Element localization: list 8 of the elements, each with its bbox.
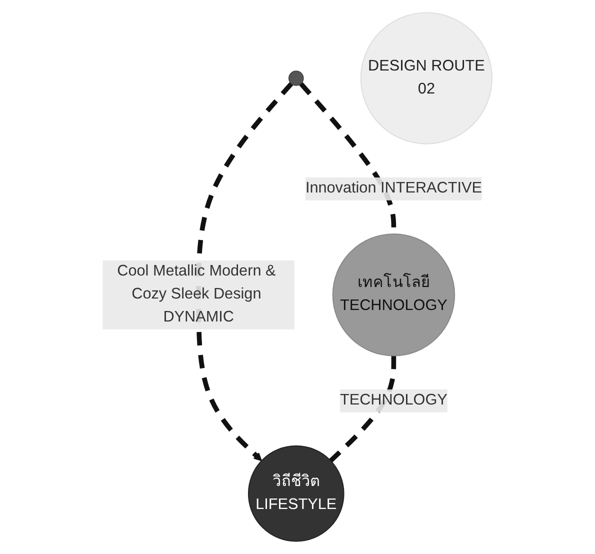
node-circle (288, 70, 304, 86)
edge-label: Innovation INTERACTIVE (306, 180, 482, 197)
connector (329, 356, 396, 462)
edge-label: Cool Metallic Modern & Cozy Sleek Design DYNAMIC (117, 263, 276, 326)
node-circle: DESIGN ROUTE 02 (360, 12, 493, 144)
edge-label: TECHNOLOGY (340, 392, 448, 409)
node-circle: วิถีชีวิต LIFESTYLE (248, 445, 344, 542)
node-circle: เทคโนโลยี TECHNOLOGY (332, 234, 456, 356)
